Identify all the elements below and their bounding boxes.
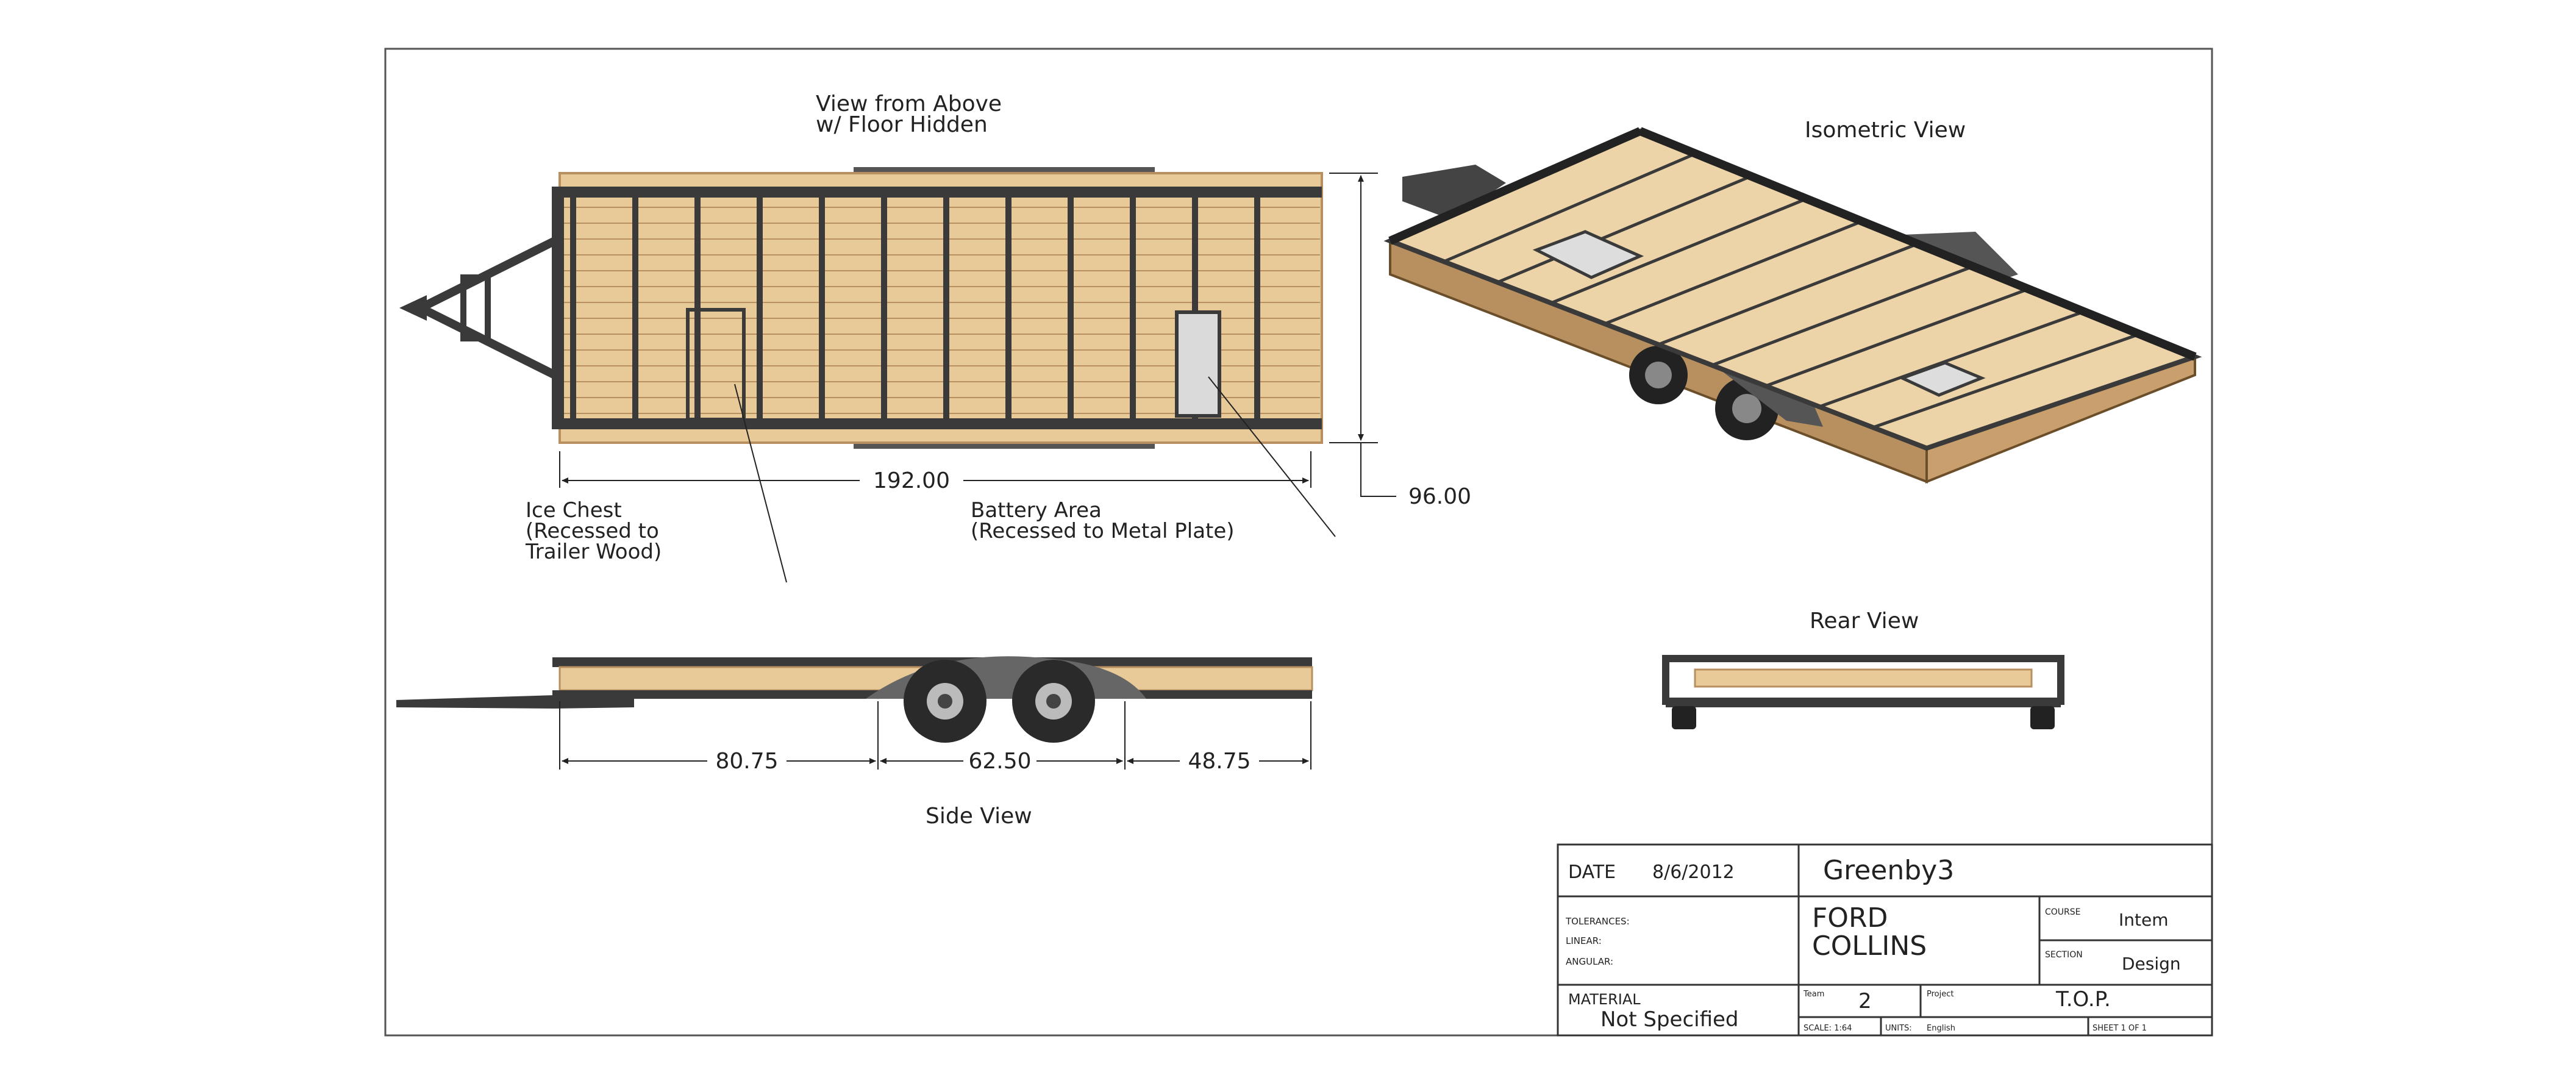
date-value: 8/6/2012	[1652, 862, 1735, 883]
battery-label-2: (Recessed to Metal Plate)	[971, 519, 1235, 543]
rear-deck	[1694, 668, 2033, 688]
iso-front-rail	[1388, 127, 1642, 245]
dim-seg3: 48.75	[1188, 749, 1251, 774]
ice-chest-label-1: Ice Chest	[526, 498, 622, 523]
material-value: Not Specified	[1600, 1007, 1739, 1032]
dim-width: 96.00	[1408, 484, 1471, 509]
sheet-border	[384, 48, 2213, 1037]
section-label: SECTION	[2045, 950, 2083, 960]
units-label: UNITS:	[1885, 1024, 1912, 1033]
rear-view-title: Rear View	[1810, 609, 1919, 634]
rear-view: Rear View	[1662, 609, 2064, 729]
iso-cross-member	[1604, 220, 1863, 326]
company-line2: COLLINS	[1812, 931, 1927, 962]
iso-cross-member	[1550, 197, 1807, 305]
iso-cross-member	[1872, 332, 2140, 429]
iso-cross-member	[1711, 265, 1974, 367]
hitch-coupler	[399, 295, 427, 321]
title-block-text: DATE 8/6/2012 Greenby3 TOLERANCES: LINEA…	[1565, 855, 2181, 1033]
iso-side-rail	[1638, 127, 2197, 361]
isometric-view: Isometric View	[1383, 118, 2202, 484]
course-label: COURSE	[2045, 907, 2081, 917]
iso-battery-area	[1898, 361, 1986, 397]
material-label: MATERIAL	[1568, 991, 1641, 1008]
tolerances-label: TOLERANCES:	[1565, 916, 1630, 927]
iso-cross-member	[1765, 287, 2029, 388]
iso-cross-member	[1658, 242, 1918, 346]
iso-deck-boards	[1443, 152, 2140, 429]
frame-front	[552, 187, 564, 429]
frame-rail-bottom	[554, 418, 1322, 429]
side-view: 80.75 62.50 48.75 Side View	[396, 656, 1313, 829]
ice-chest-label-3: Trailer Wood)	[525, 540, 662, 564]
side-view-title: Side View	[926, 804, 1032, 829]
linear-label: LINEAR:	[1566, 935, 1602, 946]
scale-label: SCALE: 1:64	[1804, 1024, 1852, 1033]
team-value: 2	[1858, 989, 1872, 1013]
top-view-title-line1: View from Above	[816, 91, 1002, 116]
date-label: DATE	[1568, 862, 1616, 883]
units-value: English	[1927, 1024, 1955, 1033]
iso-tongue	[1402, 165, 1506, 220]
dim-seg1: 80.75	[715, 749, 778, 774]
battery-leader	[1208, 376, 1336, 537]
iso-ice-chest	[1532, 230, 1644, 279]
cross-member	[757, 195, 763, 422]
cross-member	[1254, 195, 1260, 422]
top-view: View from Above w/ Floor Hidden 192.00 9…	[399, 91, 1471, 583]
cross-members	[570, 195, 1260, 422]
cross-member	[1068, 195, 1074, 422]
iso-view-title: Isometric View	[1805, 118, 1966, 143]
iso-cross-member	[1497, 174, 1752, 284]
cross-member	[819, 195, 825, 422]
iso-cross-member	[1443, 152, 1696, 263]
ice-chest-label-2: (Recessed to	[526, 519, 659, 543]
dim-seg2: 62.50	[968, 749, 1031, 774]
cross-member	[632, 195, 638, 422]
project-label: Project	[1927, 990, 1953, 999]
course-value: Intem	[2119, 910, 2168, 930]
sheet-label: SHEET 1 OF 1	[2093, 1024, 2147, 1033]
cross-member	[1005, 195, 1011, 422]
angular-label: ANGULAR:	[1566, 956, 1613, 967]
company-line1: FORD	[1812, 902, 1888, 934]
cross-member	[1130, 195, 1136, 422]
title-block	[1557, 843, 2213, 1037]
battery-area	[1175, 310, 1221, 418]
section-value: Design	[2122, 954, 2181, 974]
rear-wheel-left	[1672, 706, 1696, 729]
cross-member	[1192, 195, 1198, 422]
dim-length: 192.00	[873, 468, 950, 493]
tongue-brace	[460, 274, 491, 341]
rear-wheel-right	[2030, 706, 2055, 729]
cross-member	[881, 195, 887, 422]
cross-member	[570, 195, 576, 422]
iso-cross-member	[1819, 310, 2085, 409]
battery-label-1: Battery Area	[971, 498, 1102, 523]
frame-rail-top	[554, 187, 1322, 198]
cross-member	[943, 195, 949, 422]
ice-chest-outline	[686, 308, 746, 421]
ice-chest-leader	[734, 384, 787, 583]
project-value: T.O.P.	[2055, 987, 2111, 1012]
top-view-title-line2: w/ Floor Hidden	[816, 112, 988, 137]
team-label: Team	[1803, 990, 1824, 999]
drawing-name: Greenby3	[1823, 855, 1954, 886]
